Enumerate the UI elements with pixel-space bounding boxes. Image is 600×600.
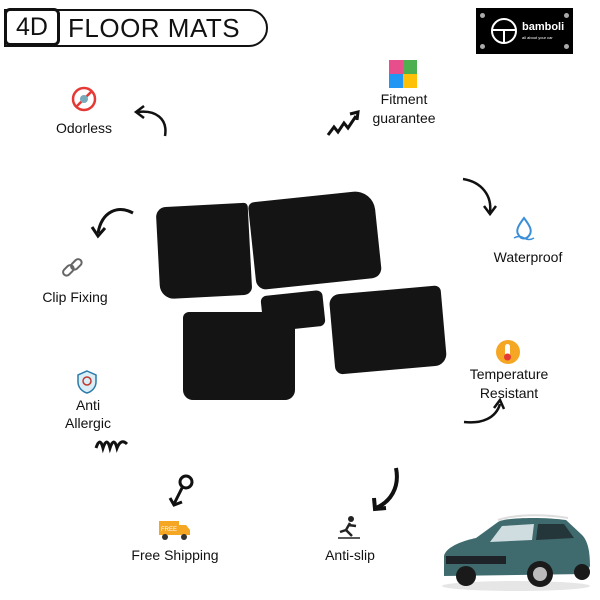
feature-clip-fixing: Clip Fixing bbox=[42, 289, 108, 305]
feature-fitment: Fitment guarantee bbox=[372, 91, 436, 126]
arrow-icon bbox=[133, 105, 167, 137]
feature-free-shipping: Free Shipping bbox=[131, 547, 219, 563]
puzzle-icon bbox=[389, 60, 417, 93]
svg-text:FREE: FREE bbox=[161, 527, 177, 533]
steering-wheel-icon bbox=[491, 18, 517, 44]
logo-brand: bamboli bbox=[522, 21, 565, 33]
badge-prefix: 4D bbox=[4, 8, 60, 46]
arrow-icon bbox=[94, 440, 129, 454]
arrow-icon bbox=[372, 467, 399, 512]
product-title-badge: 4D FLOOR MATS bbox=[4, 8, 268, 47]
feature-temperature: Temperature Resistant bbox=[469, 366, 549, 401]
brand-logo: bamboli all about your car bbox=[476, 8, 573, 54]
water-drop-icon bbox=[512, 216, 536, 247]
car-image bbox=[442, 514, 590, 591]
feature-waterproof: Waterproof bbox=[493, 249, 563, 265]
logo-tagline: all about your car bbox=[522, 35, 553, 40]
feature-anti-allergic: Anti Allergic bbox=[65, 397, 111, 431]
arrow-icon bbox=[463, 397, 506, 424]
delivery-truck-icon: FREE bbox=[159, 519, 191, 546]
feature-odorless: Odorless bbox=[55, 120, 113, 136]
arrow-icon bbox=[90, 208, 134, 239]
thermometer-icon bbox=[495, 339, 521, 370]
no-smell-icon bbox=[70, 86, 98, 118]
chain-link-icon bbox=[60, 256, 84, 285]
allergy-shield-icon bbox=[74, 369, 100, 400]
badge-title: FLOOR MATS bbox=[68, 12, 241, 43]
arrow-icon bbox=[168, 474, 194, 507]
slip-icon bbox=[336, 514, 362, 545]
arrow-icon bbox=[326, 110, 360, 136]
feature-anti-slip: Anti-slip bbox=[325, 547, 375, 563]
arrow-icon bbox=[462, 177, 497, 217]
